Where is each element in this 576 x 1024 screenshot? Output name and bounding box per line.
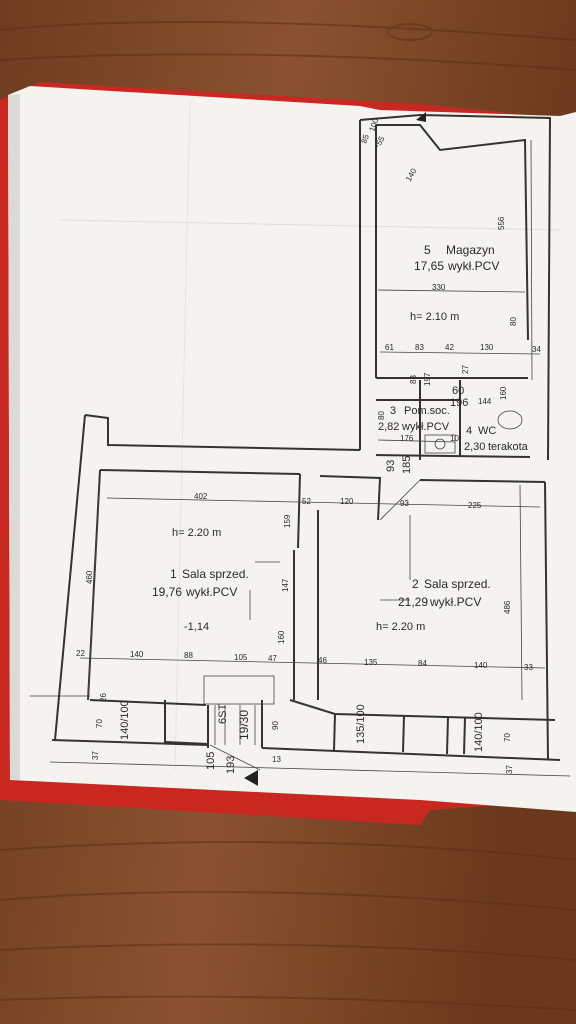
room-area: 17,65 — [414, 259, 444, 273]
dim-label: 84 — [418, 659, 427, 668]
room-number: 4 — [466, 425, 472, 437]
room-floor: wykł.PCV — [401, 421, 450, 433]
dim-label: 160 — [277, 630, 286, 644]
room-height: h= 2.20 m — [172, 527, 221, 539]
dim-label: 42 — [445, 343, 454, 352]
dim-label: 26 — [99, 693, 108, 702]
dim-label: 37 — [505, 765, 514, 774]
dimension-lines — [30, 139, 571, 777]
dim-label: 37 — [91, 751, 100, 760]
dim-label: 93 — [400, 499, 409, 508]
dim-label: 80 — [509, 317, 518, 326]
dim-label: 46 — [318, 656, 327, 665]
window-label: 135/100 — [355, 704, 367, 744]
section-arrow-icon — [244, 770, 258, 786]
room-height: h= 2.20 m — [376, 621, 425, 633]
wc-fixtures — [424, 410, 523, 454]
dim-label: 225 — [468, 501, 482, 510]
dim-label: 176 — [400, 434, 414, 443]
room-name: Sala sprzed. — [182, 567, 249, 581]
dim-label: 330 — [432, 283, 446, 292]
dim-label: 88 — [184, 651, 193, 660]
dim-label: 120 — [340, 497, 354, 506]
dim-label: 486 — [503, 600, 512, 614]
dim-label: 105 — [205, 752, 217, 770]
dim-label: 10 — [450, 434, 459, 443]
dim-label: 33 — [524, 663, 533, 672]
dim-label: 93 — [385, 460, 397, 472]
room-area: 2,82 — [378, 421, 399, 433]
room-floor: wykł.PCV — [447, 259, 499, 273]
room-pomsoc: 3 Pom.soc. 2,82 wykł.PCV — [378, 405, 450, 433]
room-name: Pom.soc. — [404, 405, 450, 417]
room-floor: wykł.PCV — [185, 585, 237, 599]
room-area: 19,76 — [152, 585, 182, 599]
dim-label: 70 — [95, 719, 104, 728]
room-wc: 4 WC 2,30 terakota — [464, 425, 529, 453]
room-height: h= 2.10 m — [410, 311, 459, 323]
dim-label: 47 — [268, 654, 277, 663]
dim-label: 130 — [480, 343, 494, 352]
window-label: 140/100 — [119, 700, 131, 740]
section-arrow-icon-top — [416, 112, 426, 122]
dim-label: 22 — [76, 649, 85, 658]
dim-label: 83 — [409, 375, 418, 384]
dim-label: 83 — [415, 343, 424, 352]
stairs-ratio: 19/30 — [237, 710, 251, 740]
room-name: WC — [478, 425, 496, 437]
dim-label: 185 — [401, 456, 413, 474]
dim-label: 52 — [302, 497, 311, 506]
dim-label: 80 — [377, 411, 386, 420]
dim-label: 70 — [503, 733, 512, 742]
floor-plan-walls — [51, 113, 561, 761]
dimension-labels: 100 85 ~55 140 556 330 80 61 83 42 130 3… — [76, 117, 541, 774]
wood-grain — [0, 21, 576, 1011]
room-floor: terakota — [488, 441, 529, 453]
room-number: 5 — [424, 243, 431, 257]
dim-label: 60 — [452, 385, 464, 397]
room-name: Sala sprzed. — [424, 577, 491, 591]
dim-label: 556 — [497, 216, 506, 230]
room-name: Magazyn — [446, 243, 495, 257]
level-mark: -1,14 — [184, 621, 209, 633]
dim-label: 90 — [271, 721, 280, 730]
room-number: 2 — [412, 577, 419, 591]
dim-label: 61 — [385, 343, 394, 352]
stairs-drawing — [203, 675, 275, 771]
dim-label: 34 — [532, 345, 541, 354]
dim-label: 135 — [364, 658, 378, 667]
dim-label: 140 — [130, 650, 144, 659]
room-magazyn: 5 Magazyn 17,65 wykł.PCV h= 2.10 m — [410, 243, 499, 323]
room-number: 3 — [390, 405, 396, 417]
room-number: 1 — [170, 567, 177, 581]
stairs-steps: 6ST — [217, 704, 229, 724]
dim-label: 27 — [461, 365, 470, 374]
dim-label: 147 — [281, 578, 290, 592]
dim-label: 460 — [85, 570, 94, 584]
dim-label: 402 — [194, 492, 208, 501]
dim-label: 197 — [423, 372, 432, 386]
room-area: 2,30 — [464, 441, 485, 453]
room-sala2: 2 Sala sprzed. 21,29 wykł.PCV h= 2.20 m — [376, 577, 491, 633]
dim-label: 144 — [478, 397, 492, 406]
dim-label: 193 — [225, 756, 237, 774]
dim-label: 160 — [499, 386, 508, 400]
dim-label: 13 — [272, 755, 281, 764]
dim-label: 105 — [234, 653, 248, 662]
dim-label: 196 — [450, 397, 468, 409]
room-floor: wykł.PCV — [429, 595, 481, 609]
dim-label: 140 — [474, 661, 488, 670]
dim-label: 159 — [283, 514, 292, 528]
window-label: 140/100 — [473, 712, 485, 752]
room-area: 21,29 — [398, 595, 428, 609]
dim-label: 100 — [367, 117, 380, 133]
dim-label: 85 — [359, 133, 371, 145]
room-sala1: 1 Sala sprzed. 19,76 wykł.PCV h= 2.20 m — [152, 527, 249, 599]
